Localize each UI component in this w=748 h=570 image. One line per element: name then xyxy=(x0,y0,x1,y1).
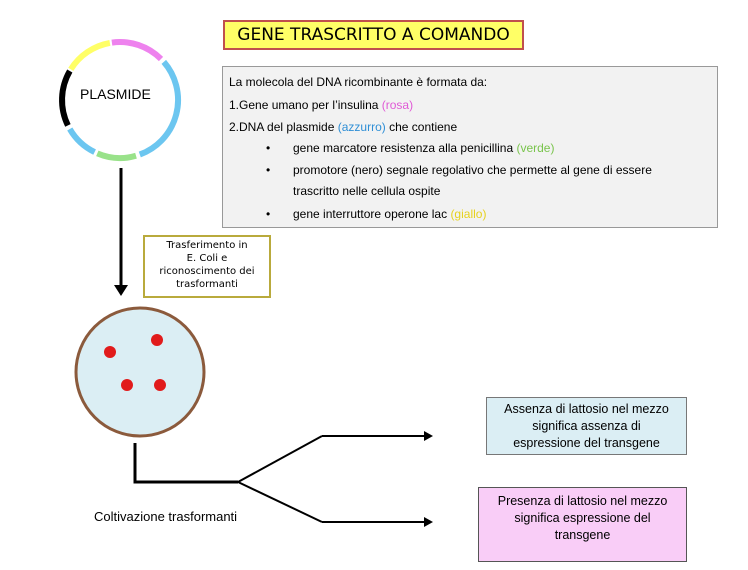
cultivation-label: Coltivazione trasformanti xyxy=(94,509,237,524)
petri-dish xyxy=(76,308,204,436)
colony xyxy=(154,379,166,391)
branch-lower-diagonal xyxy=(238,482,322,522)
bracket-connector xyxy=(135,443,238,482)
outcome-absence-line: significa assenza di xyxy=(487,418,686,435)
branch-lower-arrowhead xyxy=(424,517,433,527)
down-arrow-head xyxy=(114,285,128,296)
colony xyxy=(121,379,133,391)
outcome-absence-box: Assenza di lattosio nel mezzo significa … xyxy=(486,397,687,455)
branch-upper-diagonal xyxy=(238,436,322,482)
outcome-presence-line: Presenza di lattosio nel mezzo xyxy=(479,493,686,510)
transfer-line: Trasferimento in xyxy=(145,239,269,252)
branch-upper-arrowhead xyxy=(424,431,433,441)
colony xyxy=(151,334,163,346)
outcome-presence-box: Presenza di lattosio nel mezzo significa… xyxy=(478,487,687,562)
outcome-absence-line: espressione del transgene xyxy=(487,435,686,452)
outcome-presence-line: significa espressione del xyxy=(479,510,686,527)
transfer-line: trasformanti xyxy=(145,278,269,291)
colony xyxy=(104,346,116,358)
transfer-box: Trasferimento in E. Coli e riconosciment… xyxy=(143,235,271,298)
transfer-line: E. Coli e xyxy=(145,252,269,265)
transfer-line: riconoscimento dei xyxy=(145,265,269,278)
outcome-absence-line: Assenza di lattosio nel mezzo xyxy=(487,401,686,418)
outcome-presence-line: transgene xyxy=(479,527,686,544)
